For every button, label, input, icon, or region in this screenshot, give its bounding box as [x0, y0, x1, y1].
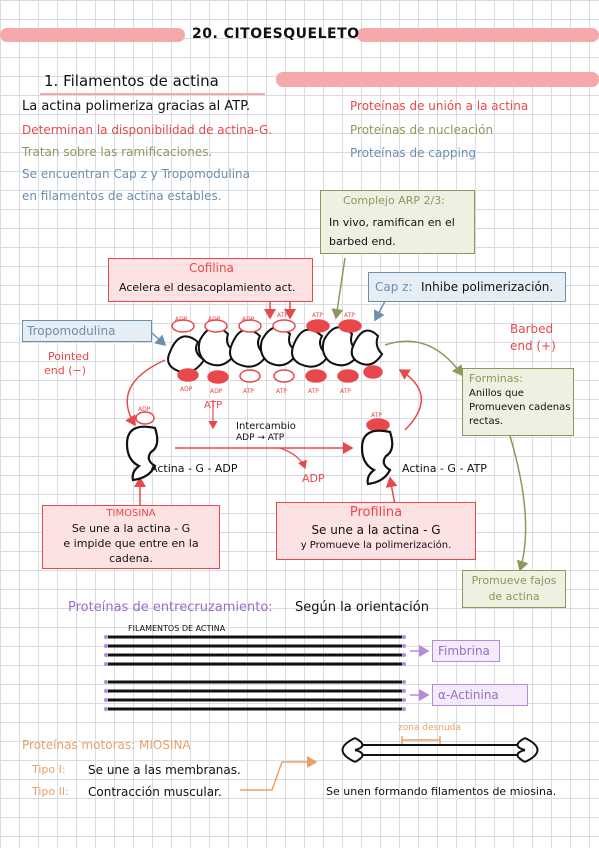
fimbrina-box: Fimbrina [432, 640, 500, 662]
actina-g-atp-label: Actina - G - ATP [402, 462, 487, 475]
tag-adp-bottom-1: ADP [180, 386, 193, 393]
forminas-body-1: Anillos que [469, 388, 524, 399]
pointed-end-label: Pointed [48, 350, 90, 363]
tipo1-text: Se une a las membranas. [88, 763, 241, 777]
arp-title: Complejo ARP 2/3: [343, 194, 445, 207]
tag-adp-monomer: ADP [138, 406, 151, 413]
tag-adp-top-3: ADP [242, 316, 255, 323]
cofilina-box: Cofilina Acelera el desacoplamiento act. [108, 258, 313, 302]
forminas-body-3: rectas. [469, 416, 503, 427]
tag-adp-top-1: ADP [175, 316, 188, 323]
forminas-title: Forminas: [469, 372, 523, 385]
title-band-right [357, 28, 599, 42]
timosina-box: TIMOSINA Se une a la actina - G e impide… [42, 505, 220, 569]
capz-title: Cap z: [375, 280, 413, 294]
line-disponibilidad: Determinan la disponibilidad de actina-G… [22, 123, 273, 137]
tropomodulina-box: Tropomodulina [22, 320, 152, 342]
legend-nucleacion: Proteínas de nucleación [350, 123, 494, 137]
intercambio-detail: ADP → ATP [236, 433, 285, 443]
tag-atp-top-1: ATP [277, 312, 288, 319]
crosslink-subtitle: Según la orientación [295, 600, 429, 615]
tipo2-text: Contracción muscular. [88, 785, 222, 799]
actina-g-adp-label: Actina - G - ADP [150, 462, 238, 475]
adp-out-label: ADP [302, 472, 325, 485]
legend-union: Proteínas de unión a la actina [350, 99, 529, 113]
fajos-box: Promueve fajos de actina [462, 570, 566, 608]
fajos-line-2: de actina [488, 590, 540, 603]
capz-body: Inhibe polimerización. [421, 280, 554, 294]
tag-atp-bottom-4: ATP [340, 388, 351, 395]
arp-box: Complejo ARP 2/3: In vivo, ramifican en … [320, 190, 475, 254]
tag-atp-monomer: ATP [371, 412, 382, 419]
cofilina-body: Acelera el desacoplamiento act. [119, 281, 296, 294]
tag-adp-top-2: ADP [208, 316, 221, 323]
cofilina-title: Cofilina [189, 261, 234, 275]
tropomodulina-label: Tropomodulina [27, 324, 116, 338]
barbed-end-sign: end (+) [510, 339, 556, 353]
arp-body-2: barbed end. [329, 235, 396, 248]
section-heading: 1. Filamentos de actina [44, 72, 219, 90]
tag-atp-bottom-2: ATP [276, 388, 287, 395]
pointed-end-sign: end (−) [44, 364, 87, 377]
profilina-box: Profilina Se une a la actina - G y Promu… [276, 502, 476, 560]
section-heading-underline [40, 93, 265, 95]
line-capz: Se encuentran Cap z y Tropomodulina [22, 167, 251, 181]
timosina-body-1: Se une a la actina - G [71, 522, 191, 535]
actinina-label: α-Actinina [438, 688, 499, 702]
filaments-label: FILAMENTOS DE ACTINA [128, 624, 226, 633]
tag-adp-bottom-2: ADP [210, 388, 223, 395]
tag-atp-bottom-3: ATP [308, 388, 319, 395]
forminas-box: Forminas: Anillos que Promueven cadenas … [462, 368, 574, 436]
page-title: 20. CITOESQUELETO [192, 26, 360, 42]
myosin-result: Se unen formando filamentos de miosina. [326, 785, 557, 798]
tipo1-label: Tipo I: [32, 763, 66, 776]
timosina-body-3: cadena. [109, 552, 153, 565]
tag-atp-bottom-1: ATP [243, 388, 254, 395]
profilina-body-1: Se une a la actina - G [311, 523, 441, 537]
fimbrina-label: Fimbrina [438, 644, 490, 658]
barbed-end-label: Barbed [510, 322, 554, 336]
arp-body-1: In vivo, ramifican en el [329, 216, 455, 229]
line-estables: en filamentos de actina estables. [22, 189, 222, 203]
forminas-body-2: Promueven cadenas [469, 402, 571, 413]
title-band-left [0, 28, 185, 42]
legend-capping: Proteínas de capping [350, 146, 477, 160]
line-ramificaciones: Tratan sobre las ramificaciones. [22, 145, 213, 159]
fajos-line-1: Promueve fajos [471, 574, 557, 587]
timosina-title: TIMOSINA [106, 508, 156, 519]
profilina-title: Profilina [349, 505, 403, 520]
tag-atp-top-3: ATP [344, 312, 355, 319]
atp-in-label: ATP [204, 400, 223, 411]
capz-box: Cap z: Inhibe polimerización. [368, 272, 566, 302]
intercambio-label: Intercambio [236, 421, 296, 432]
crosslink-title: Proteínas de entrecruzamiento: [68, 600, 273, 615]
profilina-body-2: y Promueve la polimerización. [300, 540, 452, 551]
zona-desnuda-label: zona desnuda [398, 723, 461, 733]
actinina-box: α-Actinina [432, 684, 528, 706]
line-atp: La actina polimeriza gracias al ATP. [22, 99, 251, 114]
section-band [276, 72, 599, 87]
tag-atp-top-2: ATP [312, 312, 323, 319]
timosina-body-2: e impide que entre en la [63, 537, 199, 550]
tipo2-label: Tipo II: [32, 785, 69, 798]
motor-title: Proteínas motoras: MIOSINA [22, 738, 191, 752]
